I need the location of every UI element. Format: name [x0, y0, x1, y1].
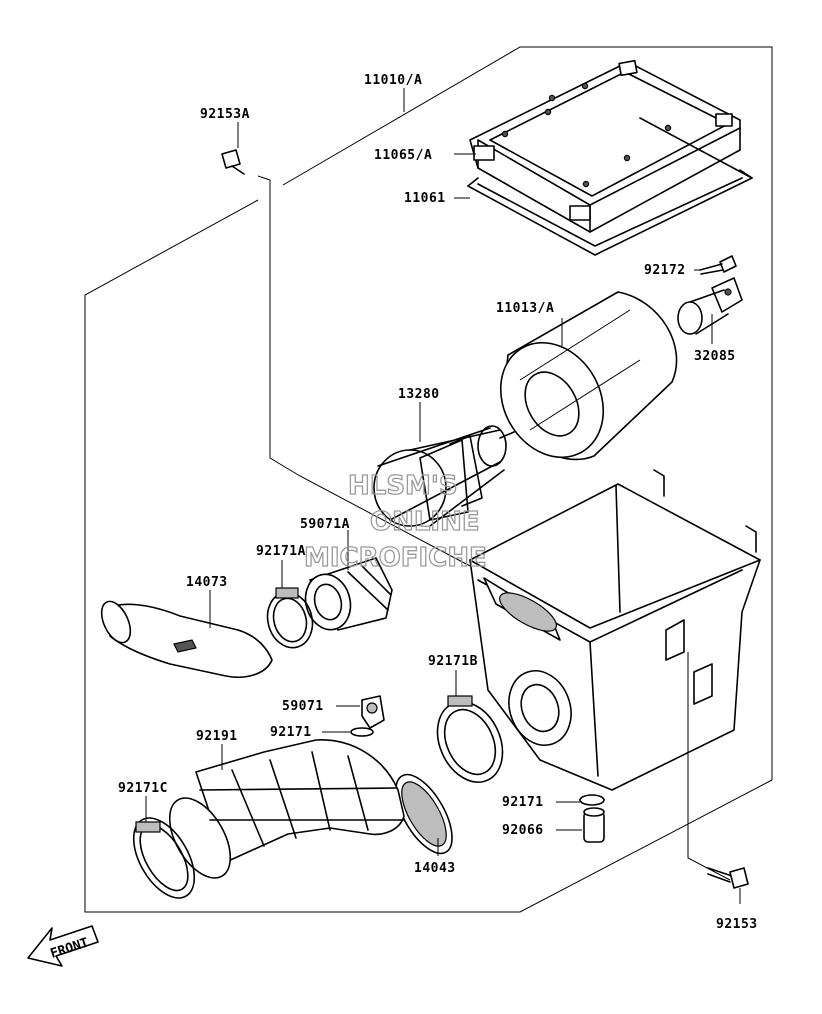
label-92066: 92066: [502, 823, 544, 838]
bolt-92153: [707, 867, 749, 889]
label-92171A: 92171A: [256, 544, 306, 559]
air-boot-92191: [168, 739, 405, 879]
clamp-92171B: [436, 695, 504, 783]
watermark-line-1: HLSM'S: [348, 471, 458, 501]
clamp-92171A: [266, 587, 314, 649]
label-92171-lower: 92171: [502, 795, 544, 810]
label-92191: 92191: [196, 729, 238, 744]
label-14073: 14073: [186, 575, 228, 590]
screw-92172: [699, 255, 737, 275]
screen-14043: [395, 773, 453, 855]
cover-gasket: [467, 117, 753, 256]
leader-lines: [145, 88, 741, 904]
label-92171B: 92171B: [428, 654, 478, 669]
cap-92066: [583, 807, 605, 843]
watermark-line-3: MICROFICHE: [304, 543, 487, 573]
clamp-92171C: [132, 817, 196, 899]
filter-frame-13280: [373, 425, 515, 527]
label-11061: 11061: [404, 191, 446, 206]
label-13280: 13280: [398, 387, 440, 402]
assembly-boundary: [84, 46, 773, 913]
label-59071A: 59071A: [300, 517, 350, 532]
label-92153: 92153: [716, 917, 758, 932]
watermark: HLSM'S ONLINE MICROFICHE: [303, 470, 487, 573]
label-92172: 92172: [644, 263, 686, 278]
label-32085: 32085: [694, 349, 736, 364]
label-92153A: 92153A: [200, 107, 250, 122]
air-box-case: [469, 469, 761, 791]
label-92171C: 92171C: [118, 781, 168, 796]
bolt-92153A: [221, 149, 245, 175]
clip-32085: [677, 277, 743, 335]
front-direction-arrow: FRONT: [27, 925, 99, 967]
label-59071: 59071: [282, 699, 324, 714]
label-11013A: 11013/A: [496, 301, 554, 316]
air-filter-element: [499, 291, 678, 461]
label-14043: 14043: [414, 861, 456, 876]
label-11065A: 11065/A: [374, 148, 432, 163]
label-11010A: 11010/A: [364, 73, 422, 88]
clip-92171-upper: [350, 727, 374, 737]
air-cleaner-cover: [469, 59, 741, 233]
inlet-duct-59071A: [304, 557, 393, 631]
clip-92171-lower: [579, 794, 605, 806]
fitting-59071: [361, 695, 385, 729]
label-92171-upper: 92171: [270, 725, 312, 740]
intake-tube-14073: [100, 600, 273, 678]
watermark-line-2: ONLINE: [370, 507, 480, 537]
